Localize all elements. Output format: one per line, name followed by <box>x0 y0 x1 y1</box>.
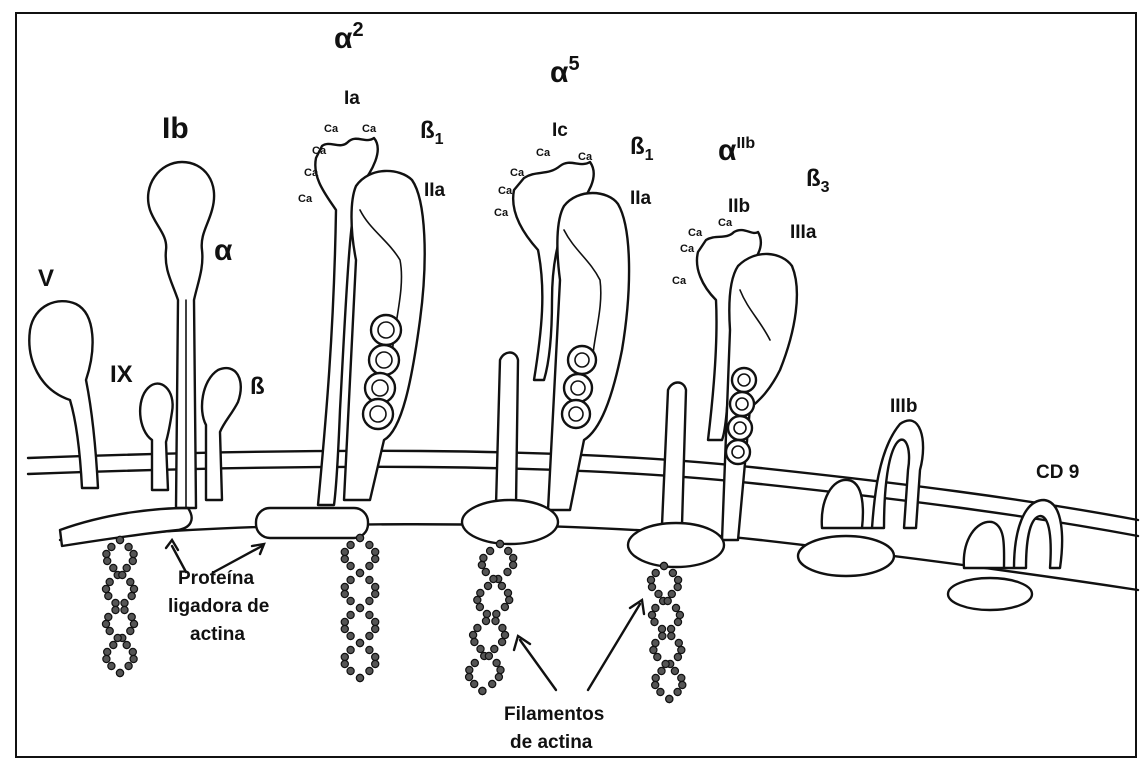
actin-filament <box>647 562 686 702</box>
ca-label: Ca <box>680 243 695 255</box>
gp-ix-shape <box>140 384 173 490</box>
alphaIIb-subunit-shape <box>662 383 686 526</box>
alpha5-subunit-shape <box>496 353 518 506</box>
caption-actin-filaments: Filamentos de actina <box>504 704 604 753</box>
label-ia: Ia <box>344 88 360 109</box>
ca-label: Ca <box>510 167 525 179</box>
cd9 <box>948 500 1062 610</box>
ca-label: Ca <box>324 123 339 135</box>
actin-filaments <box>102 534 686 702</box>
label-ib-beta: ß <box>250 373 265 400</box>
ca-label: Ca <box>688 227 703 239</box>
ca-label: Ca <box>672 275 687 287</box>
gp-v-shape <box>29 301 98 488</box>
label-iiib: IIIb <box>890 396 917 417</box>
cysteine-repeats-2 <box>562 346 596 428</box>
integrin-alpha5-beta1 <box>462 162 629 544</box>
integrin-alpha2-beta1 <box>256 138 425 538</box>
ca-label: Ca <box>304 167 319 179</box>
label-iia-a: IIa <box>424 180 446 201</box>
actin-binding-protein-3 <box>462 500 558 544</box>
label-ib-alpha: α <box>214 234 233 267</box>
actin-filament <box>341 534 379 681</box>
gp-ib-beta-shape <box>202 368 241 500</box>
label-ib: Ib <box>162 112 189 145</box>
gp-iiib-loops <box>822 420 923 528</box>
svg-text:ligadora de: ligadora de <box>168 596 269 617</box>
label-v: V <box>38 265 54 292</box>
gp-iiib-base <box>798 536 894 576</box>
label-cd9: CD 9 <box>1036 462 1079 483</box>
ca-label: Ca <box>362 123 377 135</box>
label-beta1-a: ß1 <box>420 117 444 148</box>
cd9-base <box>948 578 1032 610</box>
ca-label: Ca <box>312 145 327 157</box>
label-ix: IX <box>110 361 133 388</box>
gp-iiib <box>798 420 923 576</box>
svg-text:Proteína: Proteína <box>178 568 254 589</box>
label-ic: Ic <box>552 120 568 141</box>
ca-label: Ca <box>536 147 551 159</box>
ca-label: Ca <box>298 193 313 205</box>
svg-text:actina: actina <box>190 624 245 645</box>
label-beta3: ß3 <box>806 165 830 196</box>
label-alpha2: α2 <box>334 19 364 55</box>
ca-label: Ca <box>578 151 593 163</box>
label-alphaIIb: αIIb <box>718 134 755 167</box>
label-alpha5: α5 <box>550 53 580 89</box>
actin-binding-protein-4 <box>628 523 724 567</box>
actin-filament <box>102 536 137 676</box>
actin-filament <box>466 540 517 694</box>
label-iiia: IIIa <box>790 222 817 243</box>
ca-label: Ca <box>498 185 513 197</box>
ca-label: Ca <box>494 207 509 219</box>
ca-label: Ca <box>718 217 733 229</box>
label-beta1-b: ß1 <box>630 133 654 164</box>
integrin-alphaIIb-beta3 <box>628 230 797 567</box>
actin-binding-protein-2 <box>256 508 368 538</box>
svg-text:Filamentos: Filamentos <box>504 704 604 725</box>
label-iib: IIb <box>728 196 750 217</box>
label-iia-b: IIa <box>630 188 652 209</box>
caption-binding-protein: Proteína ligadora de actina <box>168 568 269 645</box>
gp-ib-ix-v-complex <box>29 162 240 546</box>
svg-text:de actina: de actina <box>510 732 593 753</box>
